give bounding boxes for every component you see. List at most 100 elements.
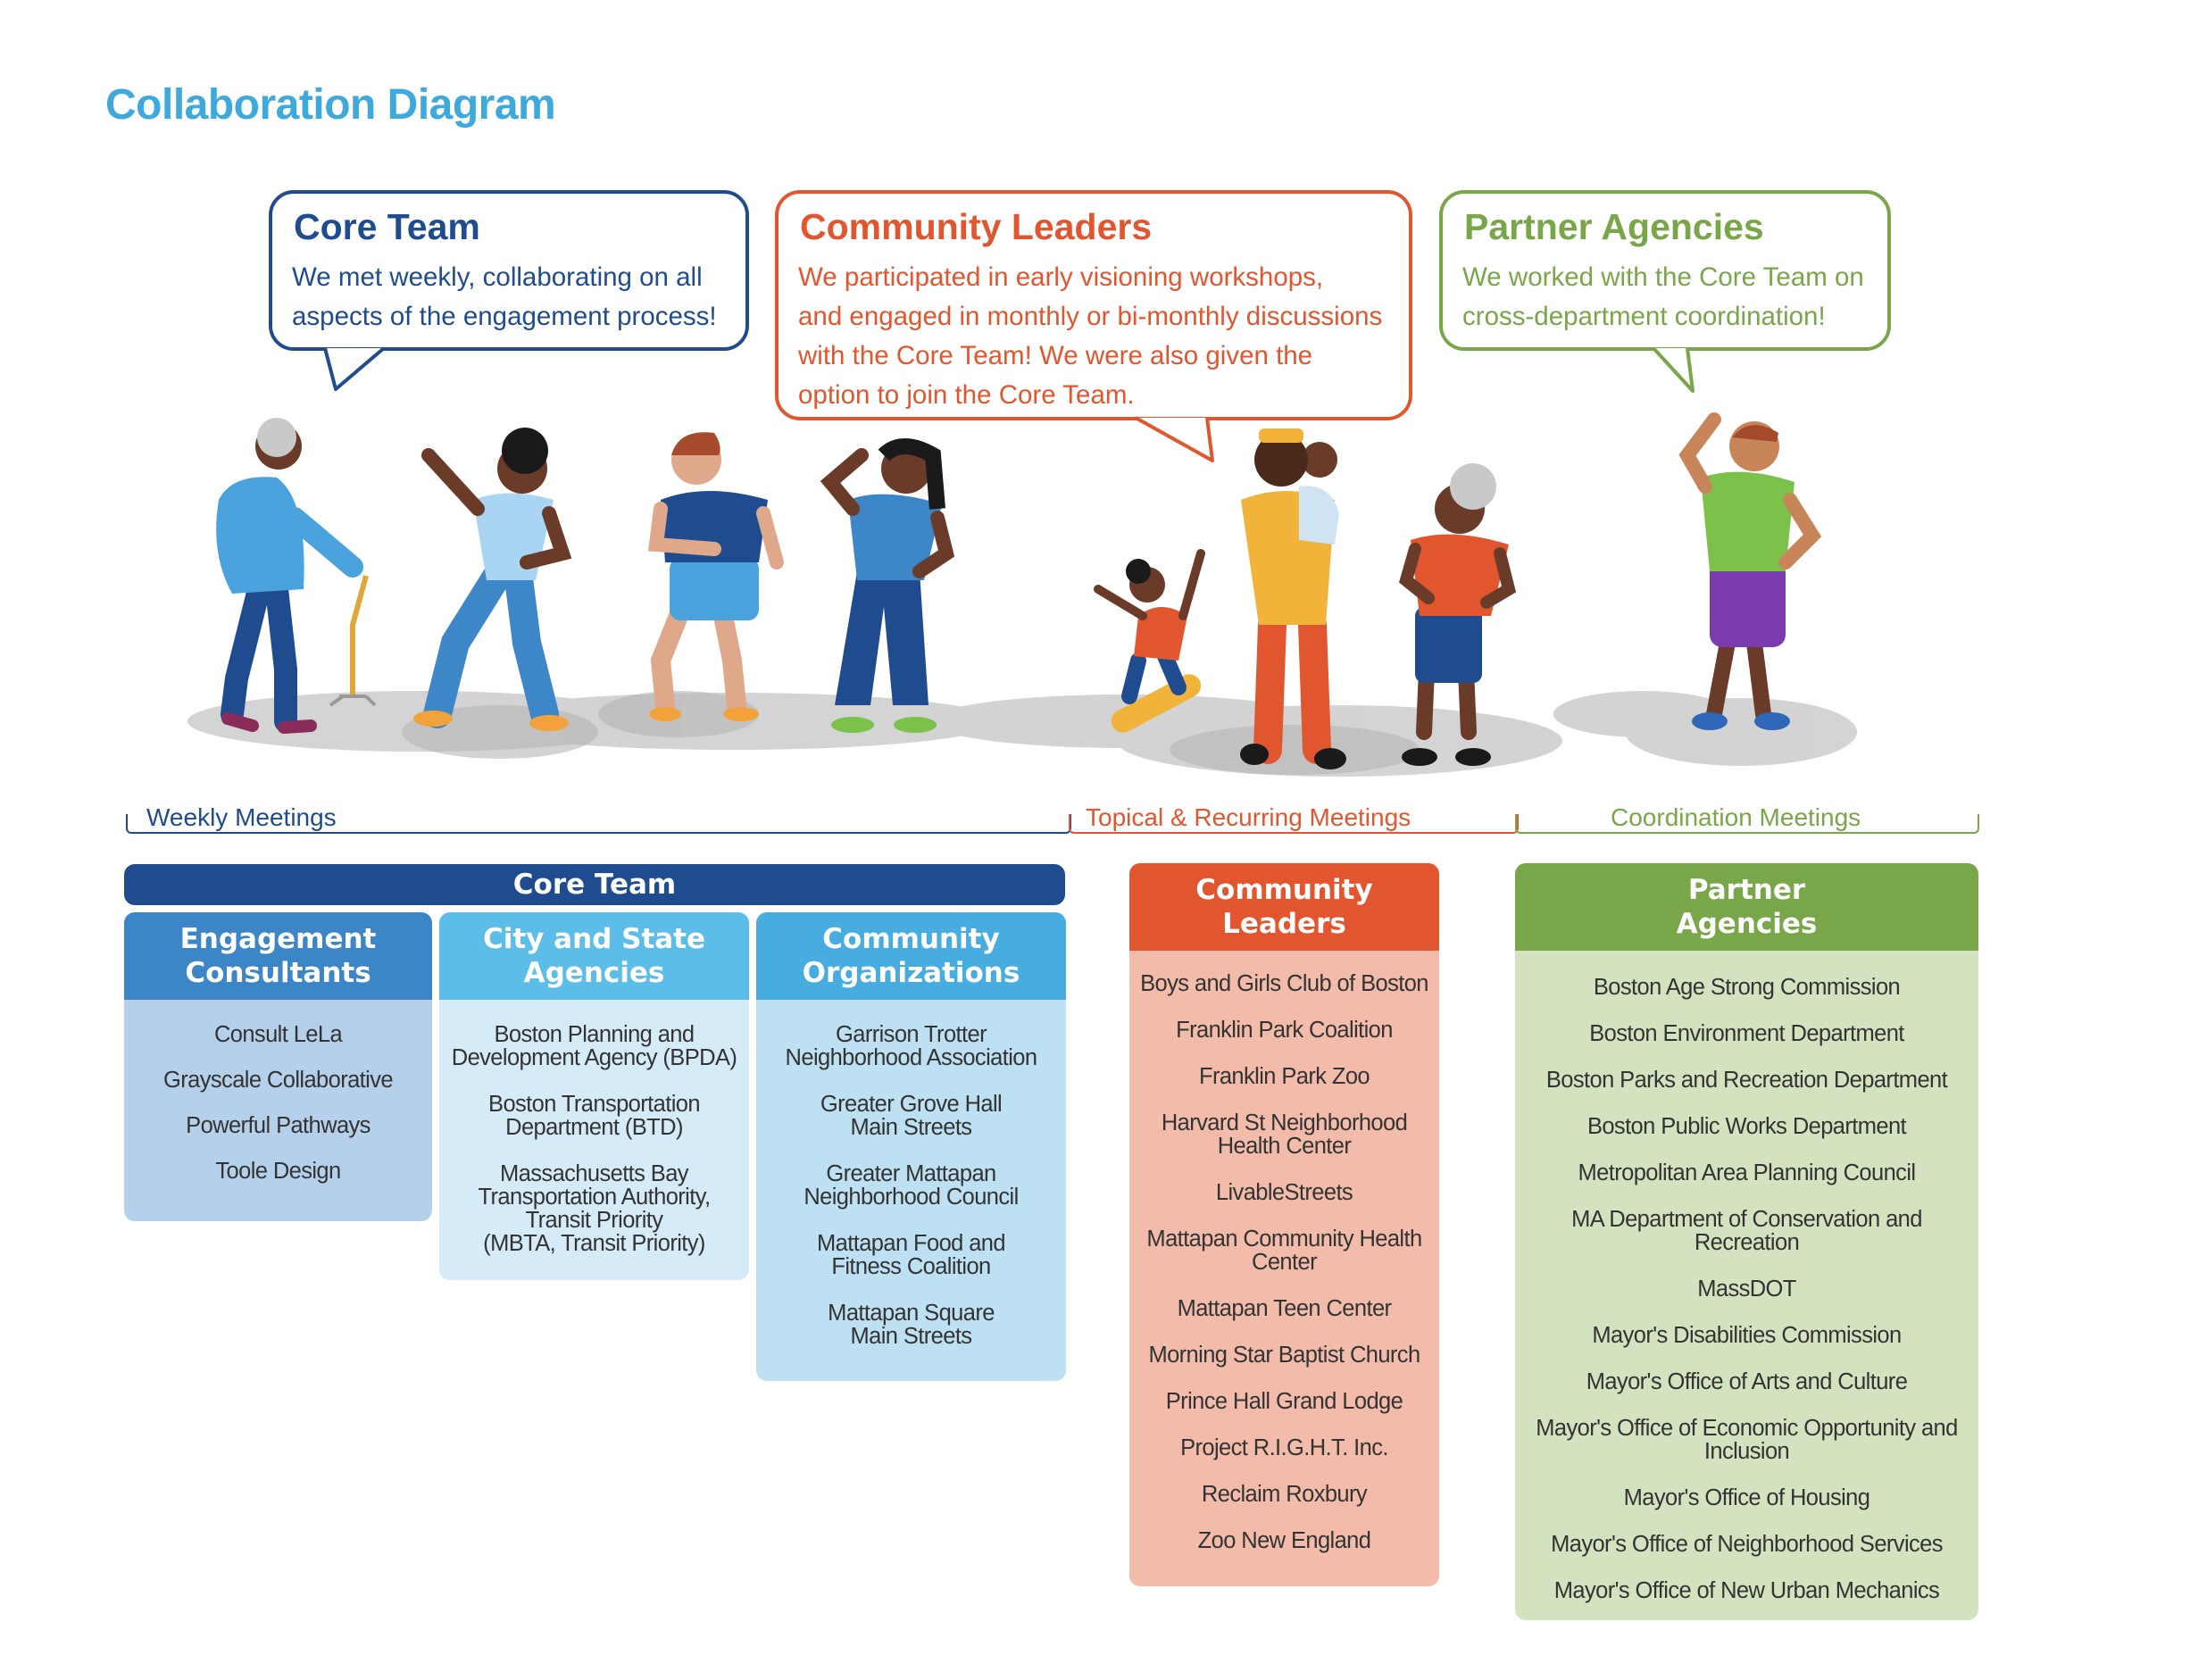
- list-item-line: Project R.I.G.H.T. Inc.: [1180, 1435, 1388, 1460]
- list-item-line: Metropolitan Area Planning Council: [1578, 1160, 1917, 1185]
- list-item-line: Fitness Coalition: [831, 1254, 991, 1279]
- list-item-line: Grayscale Collaborative: [163, 1068, 394, 1093]
- list-item-line: Prince Hall Grand Lodge: [1165, 1389, 1403, 1414]
- list-item-line: Boston Public Works Department: [1586, 1114, 1907, 1139]
- list-item-line: Main Streets: [850, 1324, 973, 1349]
- list-item-line: Mayor's Disabilities Commission: [1592, 1323, 1902, 1348]
- list-item-line: Garrison Trotter: [836, 1022, 987, 1047]
- core-team-bubble-tail: [323, 346, 386, 391]
- list-item-line: Reclaim Roxbury: [1201, 1482, 1368, 1507]
- heading-line: Agencies: [1676, 908, 1818, 940]
- list-item-line: Mattapan Teen Center: [1177, 1296, 1392, 1321]
- list-item-line: Main Streets: [850, 1115, 973, 1140]
- heading-line: Community: [822, 923, 1000, 955]
- people-illustration: [187, 412, 1857, 777]
- list-item: Franklin Park Zoo: [1135, 1065, 1434, 1088]
- list-item-line: Mayor's Office of Arts and Culture: [1586, 1369, 1908, 1394]
- core-team-bubble-line: We met weekly, collaborating on all: [292, 262, 703, 292]
- list-item: Toole Design: [129, 1160, 427, 1183]
- person-wide-pants: [820, 438, 955, 733]
- list-item-line: Greater Grove Hall: [820, 1092, 1003, 1117]
- list-item: Mayor's Disabilities Commission: [1520, 1324, 1973, 1347]
- heading-line: Community: [1195, 874, 1373, 906]
- community-leaders-bubble-title: Community Leaders: [800, 206, 1153, 247]
- list-item: Mayor's Office of Arts and Culture: [1520, 1370, 1973, 1393]
- list-item-line: Mayor's Office of Neighborhood Services: [1551, 1532, 1943, 1557]
- child-on-skateboard: [1094, 549, 1205, 733]
- person-holding-child: [1240, 428, 1346, 769]
- list-item: Powerful Pathways: [129, 1114, 427, 1137]
- list-item-line: Transportation Authority,: [478, 1185, 712, 1210]
- list-item-line: Boston Parks and Recreation Department: [1545, 1068, 1948, 1093]
- list-item-line: Recreation: [1694, 1230, 1800, 1255]
- person-grandmother: [1398, 463, 1517, 766]
- heading-line: Organizations: [802, 957, 1020, 989]
- list-item: Boston Environment Department: [1520, 1022, 1973, 1045]
- heading-line: Partner: [1687, 874, 1806, 906]
- topical-meetings-bracket: [1069, 814, 1519, 834]
- list-item: Prince Hall Grand Lodge: [1135, 1390, 1434, 1413]
- partner-agencies-bubble-text: We worked with the Core Team on cross-de…: [1462, 258, 1864, 337]
- list-item-line: Boys and Girls Club of Boston: [1140, 971, 1428, 996]
- list-item-line: Mattapan Community Health: [1146, 1227, 1422, 1252]
- list-item: Grayscale Collaborative: [129, 1069, 427, 1092]
- person-elderly-with-cane: [216, 418, 377, 734]
- list-item-line: Morning Star Baptist Church: [1148, 1343, 1420, 1368]
- weekly-meetings-label: Weekly Meetings: [143, 803, 340, 832]
- list-item-line: Center: [1252, 1250, 1318, 1275]
- weekly-meetings-bracket: [126, 814, 1071, 834]
- partner-agencies-bubble-tail: [1652, 346, 1695, 393]
- coordination-meetings-bracket: [1515, 814, 1979, 834]
- list-item-line: Boston Transportation: [488, 1092, 700, 1117]
- person-dancing: [413, 428, 572, 731]
- list-item-line: Health Center: [1217, 1134, 1352, 1159]
- list-item: Mayor's Office of Neighborhood Services: [1520, 1533, 1973, 1556]
- list-item: Boston Parks and Recreation Department: [1520, 1069, 1973, 1092]
- core-team-bubble-line: aspects of the engagement process!: [292, 302, 717, 331]
- list-item-line: Development Agency (BPDA): [451, 1045, 737, 1070]
- core-team-banner: Core Team: [124, 864, 1065, 905]
- coordination-meetings-label: Coordination Meetings: [1607, 803, 1865, 832]
- partner-agencies-bubble: Partner Agencies We worked with the Core…: [1439, 190, 1891, 351]
- list-item: Mattapan Teen Center: [1135, 1297, 1434, 1320]
- list-item-line: Neighborhood Association: [785, 1045, 1037, 1070]
- list-item-line: LivableStreets: [1215, 1180, 1353, 1205]
- list-item-line: Toole Design: [215, 1159, 341, 1184]
- partner-agencies-bubble-line: We worked with the Core Team on: [1462, 262, 1864, 292]
- topical-meetings-label: Topical & Recurring Meetings: [1082, 803, 1415, 832]
- list-item: Boston Age Strong Commission: [1520, 976, 1973, 999]
- list-item-line: (MBTA, Transit Priority): [483, 1231, 705, 1256]
- list-item: Reclaim Roxbury: [1135, 1483, 1434, 1506]
- core-team-bubble-title: Core Team: [294, 206, 480, 247]
- list-item-line: Mattapan Food and: [817, 1231, 1006, 1256]
- heading-line: Consultants: [185, 957, 371, 989]
- community-leaders-bubble-line: with the Core Team! We were also given t…: [798, 341, 1313, 370]
- list-item: Mayor's Office of New Urban Mechanics: [1520, 1579, 1973, 1602]
- list-item-line: Boston Environment Department: [1589, 1021, 1904, 1046]
- list-item: Zoo New England: [1135, 1529, 1434, 1552]
- list-item: Metropolitan Area Planning Council: [1520, 1161, 1973, 1185]
- partner-agencies-bubble-line: cross-department coordination!: [1462, 302, 1826, 331]
- list-item: MassDOT: [1520, 1277, 1973, 1301]
- list-item: Boys and Girls Club of Boston: [1135, 972, 1434, 995]
- list-item: LivableStreets: [1135, 1181, 1434, 1204]
- list-item-line: Boston Age Strong Commission: [1593, 975, 1901, 1000]
- list-item-line: Mayor's Office of Economic Opportunity a…: [1536, 1416, 1958, 1441]
- core-team-bubble: Core Team We met weekly, collaborating o…: [269, 190, 749, 351]
